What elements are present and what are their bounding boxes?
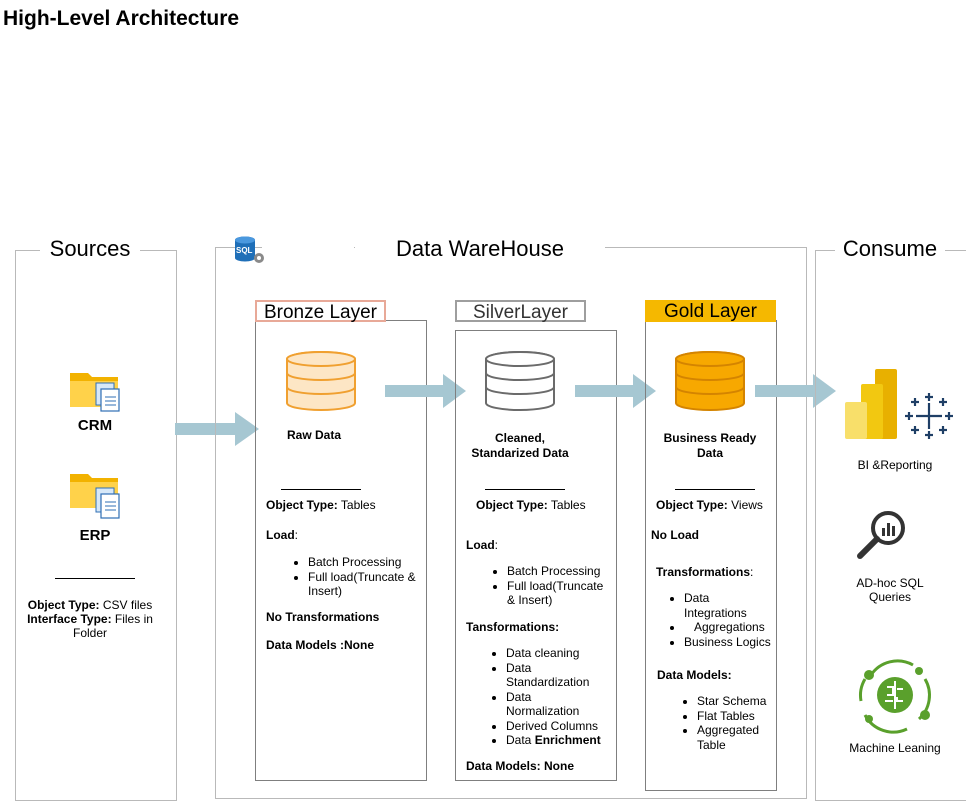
gold-layer-title: Gold Layer: [645, 300, 776, 322]
bronze-caption: Raw Data: [286, 428, 342, 442]
flow-arrow-sources-to-bronze: [175, 412, 260, 446]
consume-title: Consume: [835, 236, 945, 262]
gold-model-list: Star Schema Flat Tables Aggregated Table: [657, 694, 775, 752]
gold-transform-list: Data Integrations Aggregations Business …: [644, 591, 774, 649]
gold-object-type-value: Views: [727, 498, 763, 512]
silver-layer-box: [455, 330, 617, 781]
gold-database-icon: [674, 351, 746, 413]
silver-object-type-value: Tables: [547, 498, 586, 512]
sql-database-icon: [233, 236, 267, 266]
warehouse-title: Data WareHouse: [355, 236, 605, 262]
flow-arrow-silver-to-gold: [575, 374, 657, 408]
silver-transformations-heading: Tansformations:: [466, 620, 560, 634]
object-type-value: CSV files: [99, 598, 153, 612]
adhoc-sql-label: AD-hoc SQL Queries: [856, 576, 924, 604]
silver-transform-item: Derived Columns: [506, 719, 606, 734]
interface-type-key: Interface Type:: [27, 612, 112, 626]
silver-layer-title: SilverLayer: [455, 300, 586, 323]
gold-model-item: Star Schema: [697, 694, 775, 709]
bronze-object-type-key: Object Type:: [266, 498, 338, 512]
gold-load: No Load: [651, 528, 699, 542]
silver-caption: Cleaned, Standarized Data: [471, 431, 569, 460]
interface-type-value: Files in Folder: [72, 612, 153, 640]
bronze-database-icon: [285, 351, 357, 413]
silver-load-heading: Load:: [466, 538, 499, 552]
silver-database-icon: [484, 351, 556, 413]
bronze-load-heading: Load:: [266, 528, 299, 542]
silver-transform-item: Data Normalization: [506, 690, 606, 719]
gold-caption: Business Ready Data: [663, 431, 757, 460]
flow-arrow-bronze-to-silver: [385, 374, 467, 408]
gold-data-models-heading: Data Models:: [657, 668, 732, 682]
sources-metadata: Object Type: CSV files Interface Type: F…: [20, 598, 160, 640]
sources-title: Sources: [40, 236, 140, 262]
gold-divider: [675, 489, 755, 490]
silver-object-type-key: Object Type:: [476, 498, 548, 512]
bronze-data-models: Data Models :None: [266, 638, 375, 652]
silver-load-list: Batch Processing Full load(Truncate & In…: [467, 564, 612, 608]
bi-reporting-label: BI &Reporting: [857, 458, 933, 472]
bronze-object-type-value: Tables: [337, 498, 376, 512]
bronze-load-item: Full load(Truncate & Insert): [308, 570, 423, 599]
warehouse-header-gap: [262, 244, 354, 252]
power-bi-icon: [845, 369, 897, 439]
search-analytics-icon: [856, 510, 908, 562]
gold-model-item: Aggregated Table: [697, 723, 775, 752]
gold-object-type: Object Type: Views: [656, 498, 763, 512]
erp-folder-icon: [69, 470, 127, 520]
bronze-load-list: Batch Processing Full load(Truncate & In…: [268, 555, 423, 599]
object-type-key: Object Type:: [27, 598, 100, 612]
bronze-load-item: Batch Processing: [308, 555, 423, 570]
silver-divider: [485, 489, 565, 490]
gold-model-item: Flat Tables: [697, 709, 775, 724]
silver-transform-item: Data Enrichment: [506, 733, 606, 748]
bronze-object-type: Object Type: Tables: [266, 498, 376, 512]
silver-transform-item: Data cleaning: [506, 646, 606, 661]
crm-label: CRM: [77, 417, 113, 434]
gold-transform-item: Data Integrations: [684, 591, 774, 620]
bronze-transformations: No Transformations: [266, 610, 380, 624]
silver-object-type: Object Type: Tables: [476, 498, 586, 512]
crm-folder-icon: [69, 369, 127, 413]
gold-transformations-heading: Transformations:: [656, 565, 754, 579]
bronze-divider: [281, 489, 361, 490]
silver-load-item: Batch Processing: [507, 564, 612, 579]
tableau-icon: [905, 393, 953, 439]
machine-learning-label: Machine Leaning: [849, 741, 941, 755]
erp-label: ERP: [79, 527, 111, 544]
sources-divider: [55, 578, 135, 579]
gold-transform-item: Aggregations: [684, 620, 774, 635]
silver-data-models: Data Models: None: [466, 759, 575, 773]
silver-transform-item: Data Standardization: [506, 661, 606, 690]
sources-panel: [15, 250, 177, 801]
page-title: High-Level Architecture: [3, 7, 240, 30]
sql-badge: SQL: [236, 246, 253, 255]
machine-learning-icon: [855, 655, 935, 735]
silver-transform-list: Data cleaning Data Standardization Data …: [466, 646, 606, 748]
silver-load-item: Full load(Truncate & Insert): [507, 579, 612, 608]
bronze-layer-title: Bronze Layer: [255, 300, 386, 323]
gold-object-type-key: Object Type:: [656, 498, 728, 512]
gold-transform-item: Business Logics: [684, 635, 774, 650]
